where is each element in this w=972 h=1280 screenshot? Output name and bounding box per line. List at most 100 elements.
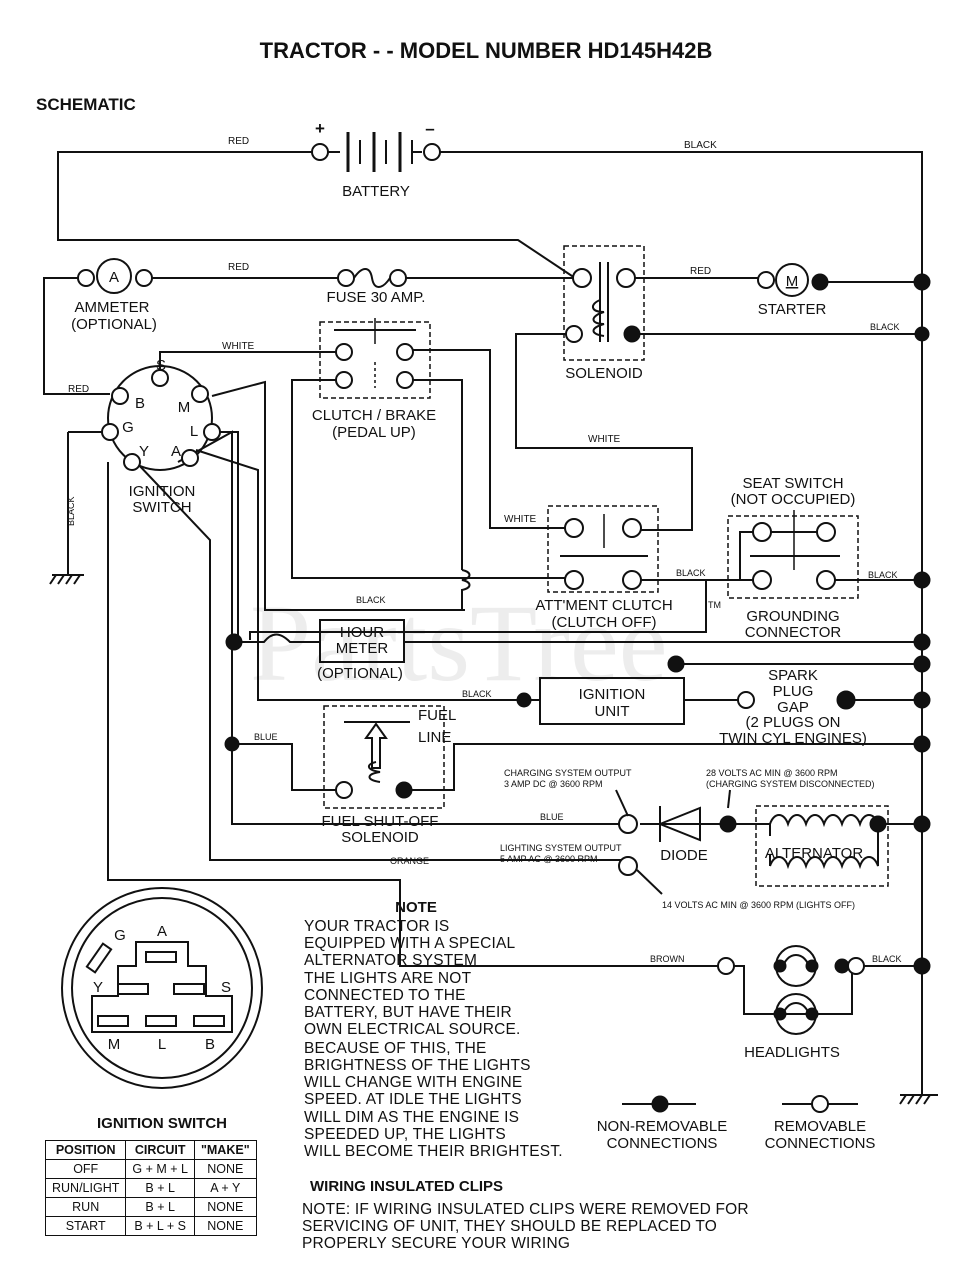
note-block: NOTE YOUR TRACTOR IS EQUIPPED WITH A SPE… <box>304 899 563 1160</box>
clutch-brake-switch: CLUTCH / BRAKE (PEDAL UP) <box>312 318 436 441</box>
battery-pos-terminal <box>311 143 329 161</box>
hour-meter-label: HOUR <box>340 624 384 641</box>
wiring-clips-line: SERVICING OF UNIT, THEY SHOULD BE REPLAC… <box>302 1218 717 1235</box>
headlights-label: HEADLIGHTS <box>744 1044 840 1061</box>
attachment-clutch-switch: ATT'MENT CLUTCH (CLUTCH OFF) <box>535 505 673 631</box>
legend: NON-REMOVABLE CONNECTIONS REMOVABLE CONN… <box>597 1095 876 1152</box>
solenoid: SOLENOID <box>563 245 645 382</box>
note-line: THE LIGHTS ARE NOT <box>304 970 472 987</box>
wire-label-red: RED <box>228 136 249 147</box>
note-line: ALTERNATOR SYSTEM <box>304 952 477 969</box>
ignition-unit-label: IGNITION <box>579 686 646 703</box>
note-line: WILL BECOME THEIR BRIGHTEST. <box>304 1143 563 1160</box>
wiring-clips-heading: WIRING INSULATED CLIPS <box>310 1178 503 1195</box>
volts-14-label: 14 VOLTS AC MIN @ 3600 RPM (LIGHTS OFF) <box>662 900 855 910</box>
table-header: POSITION <box>44 1140 127 1160</box>
volts-28-label: 28 VOLTS AC MIN @ 3600 RPM <box>706 768 838 778</box>
connector-pin-a: A <box>157 923 167 940</box>
table-cell: A + Y <box>193 1178 257 1198</box>
note-line: BATTERY, BUT HAVE THEIR <box>304 1004 512 1021</box>
table-cell: B + L <box>125 1178 195 1198</box>
spark-label: SPARK <box>768 667 818 684</box>
spark-label-5: TWIN CYL ENGINES) <box>719 730 867 747</box>
solenoid-label: SOLENOID <box>565 365 643 382</box>
connector-pin-y: Y <box>93 979 103 996</box>
removable-label-2: CONNECTIONS <box>765 1135 876 1152</box>
note-line: CONNECTED TO THE <box>304 987 466 1004</box>
headlights: HEADLIGHTS <box>717 945 865 1061</box>
spark-label-2: PLUG <box>773 683 814 700</box>
ignition-switch-label-2: SWITCH <box>132 499 191 516</box>
table-cell: NONE <box>193 1197 257 1217</box>
note-line: YOUR TRACTOR IS <box>304 918 449 935</box>
table-cell: NONE <box>193 1159 257 1179</box>
wiring-clips-line: NOTE: IF WIRING INSULATED CLIPS WERE REM… <box>302 1201 749 1218</box>
clutch-brake-sublabel: (PEDAL UP) <box>332 424 416 441</box>
ign-pin-b: B <box>135 395 145 412</box>
charging-system: DIODE ALTERNATOR CHARGING SYSTEM OUTPUT … <box>500 768 889 910</box>
seat-switch: SEAT SWITCH (NOT OCCUPIED) GROUNDING CON… <box>727 475 859 641</box>
hour-meter: HOUR METER (OPTIONAL) <box>225 619 405 682</box>
ign-pin-g: G <box>122 419 134 436</box>
lighting-output-label: LIGHTING SYSTEM OUTPUT <box>500 843 622 853</box>
note-line: BECAUSE OF THIS, THE <box>304 1040 487 1057</box>
ammeter-label: AMMETER <box>75 299 150 316</box>
connector-pin-g: G <box>114 927 126 944</box>
table-header-row: POSITION CIRCUIT "MAKE" <box>44 1140 257 1160</box>
note-line: BRIGHTNESS OF THE LIGHTS <box>304 1057 531 1074</box>
diode-label: DIODE <box>660 847 708 864</box>
ignition-switch: S B M G L Y A IGNITION SWITCH <box>101 357 221 516</box>
wire-label-red: RED <box>690 266 711 277</box>
hour-meter-optional: (OPTIONAL) <box>317 665 403 682</box>
ignition-unit-label-2: UNIT <box>595 703 630 720</box>
note-line: SPEEDED UP, THE LIGHTS <box>304 1126 506 1143</box>
ignition-connector-diagram: G A Y S M L B <box>61 887 263 1089</box>
lighting-output-label-2: 5 AMP AC @ 3600 RPM <box>500 854 598 864</box>
ign-pin-a: A <box>171 443 181 460</box>
connector-pin-s: S <box>221 979 231 996</box>
connector-pin-b: B <box>205 1036 215 1053</box>
charging-output-label-2: 3 AMP DC @ 3600 RPM <box>504 779 603 789</box>
fuse: FUSE 30 AMP. <box>327 268 425 306</box>
wire-label-red: RED <box>228 262 249 273</box>
ign-pin-y: Y <box>139 443 149 460</box>
table-row: OFF G + M + L NONE <box>44 1159 257 1179</box>
table-cell: B + L <box>125 1197 195 1217</box>
wire-label-white: WHITE <box>504 514 537 525</box>
connector-pin-l: L <box>158 1036 166 1053</box>
ignition-unit: IGNITION UNIT SPARK PLUG GAP (2 PLUGS ON… <box>516 667 867 747</box>
note-line: WILL DIM AS THE ENGINE IS <box>304 1109 519 1126</box>
connector-pin-m: M <box>108 1036 121 1053</box>
grounding-label: GROUNDING <box>746 608 839 625</box>
ignition-switch-label: IGNITION <box>129 483 196 500</box>
wiring-clips-line: PROPERLY SECURE YOUR WIRING <box>302 1235 570 1252</box>
wire-label-black: BLACK <box>684 140 717 151</box>
fuel-line-label: FUEL <box>418 707 456 724</box>
ammeter: A AMMETER (OPTIONAL) <box>71 258 157 333</box>
charging-output-label: CHARGING SYSTEM OUTPUT <box>504 768 632 778</box>
wire-label-white: WHITE <box>588 434 621 445</box>
fuel-shutoff-solenoid: FUEL LINE FUEL SHUT-OFF SOLENOID <box>224 705 456 846</box>
ign-pin-s: S <box>156 357 166 374</box>
fuel-solenoid-label: FUEL SHUT-OFF <box>322 813 439 830</box>
attment-clutch-sublabel: (CLUTCH OFF) <box>552 614 657 631</box>
clutch-brake-label: CLUTCH / BRAKE <box>312 407 436 424</box>
connection-node <box>667 655 685 673</box>
starter: M STARTER <box>757 263 829 318</box>
wire-label-black: BLACK <box>870 322 900 332</box>
ign-pin-m: M <box>178 399 191 416</box>
battery-neg-sign: – <box>425 119 434 138</box>
seat-switch-label: SEAT SWITCH <box>742 475 843 492</box>
wire-label-black: BLACK <box>462 689 492 699</box>
note-heading: NOTE <box>395 899 437 916</box>
starter-symbol: M <box>786 273 799 290</box>
wire-label-orange: ORANGE <box>390 856 429 866</box>
wire-label-black: BLACK <box>872 954 902 964</box>
ign-pin-l: L <box>190 423 198 440</box>
table-cell: RUN/LIGHT <box>44 1178 127 1198</box>
grounding-label-2: CONNECTOR <box>745 624 842 641</box>
non-removable-symbol <box>651 1095 669 1113</box>
table-cell: NONE <box>193 1216 257 1236</box>
non-removable-label-2: CONNECTIONS <box>607 1135 718 1152</box>
spark-label-4: (2 PLUGS ON <box>745 714 840 731</box>
